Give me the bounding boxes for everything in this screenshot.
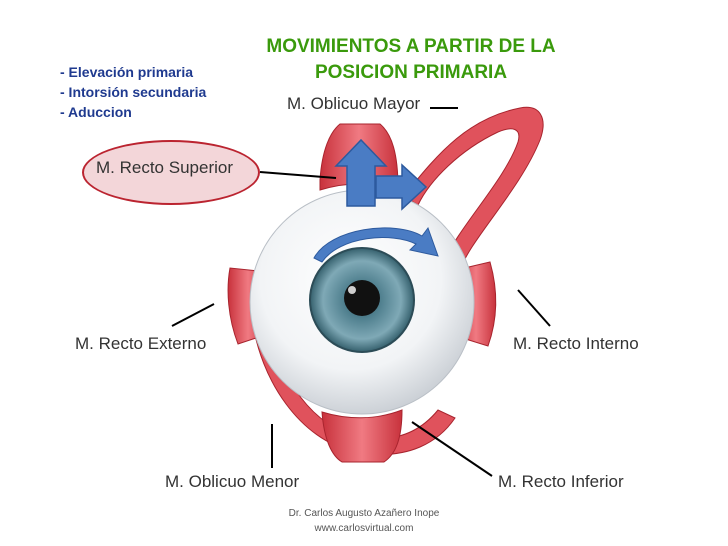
label-recto-inferior: M. Recto Inferior — [498, 472, 624, 491]
movement-item: - Intorsión secundaria — [60, 84, 207, 100]
leader-line-recto-externo — [171, 303, 215, 327]
title-line-1: MOVIMIENTOS A PARTIR DE LA — [266, 36, 556, 57]
credits: Dr. Carlos Augusto Azañero Inope www.car… — [264, 506, 464, 536]
label-recto-externo: M. Recto Externo — [75, 334, 207, 353]
label-oblicuo-mayor: M. Oblicuo Mayor — [287, 94, 421, 113]
pupil — [344, 280, 380, 316]
movement-item: - Elevación primaria — [60, 64, 194, 80]
right-arrow-icon — [375, 163, 428, 211]
label-oblicuo-menor: M. Oblicuo Menor — [165, 472, 300, 491]
leader-line-recto-inferior — [411, 421, 493, 477]
credit-website: www.carlosvirtual.com — [314, 523, 414, 534]
pupil-highlight — [348, 286, 356, 294]
recto-superior-highlight — [82, 140, 260, 205]
curved-arrow-icon — [313, 226, 439, 263]
movement-item: - Aduccion — [60, 104, 132, 120]
credit-author: Dr. Carlos Augusto Azañero Inope — [288, 508, 440, 519]
movements-list: - Elevación primaria - Intorsión secunda… — [60, 62, 206, 122]
inferior-rectus-muscle — [321, 409, 403, 463]
diagram-title: MOVIMIENTOS A PARTIR DE LA POSICION PRIM… — [232, 34, 590, 86]
inferior-oblique-muscle — [251, 317, 456, 455]
leader-line-recto-interno — [517, 289, 551, 327]
label-recto-interno: M. Recto Interno — [513, 334, 639, 353]
leader-line-recto-superior — [259, 171, 337, 179]
title-line-2: POSICION PRIMARIA — [314, 62, 508, 83]
label-recto-superior: M. Recto Superior — [96, 158, 233, 177]
up-arrow-icon — [334, 138, 388, 207]
